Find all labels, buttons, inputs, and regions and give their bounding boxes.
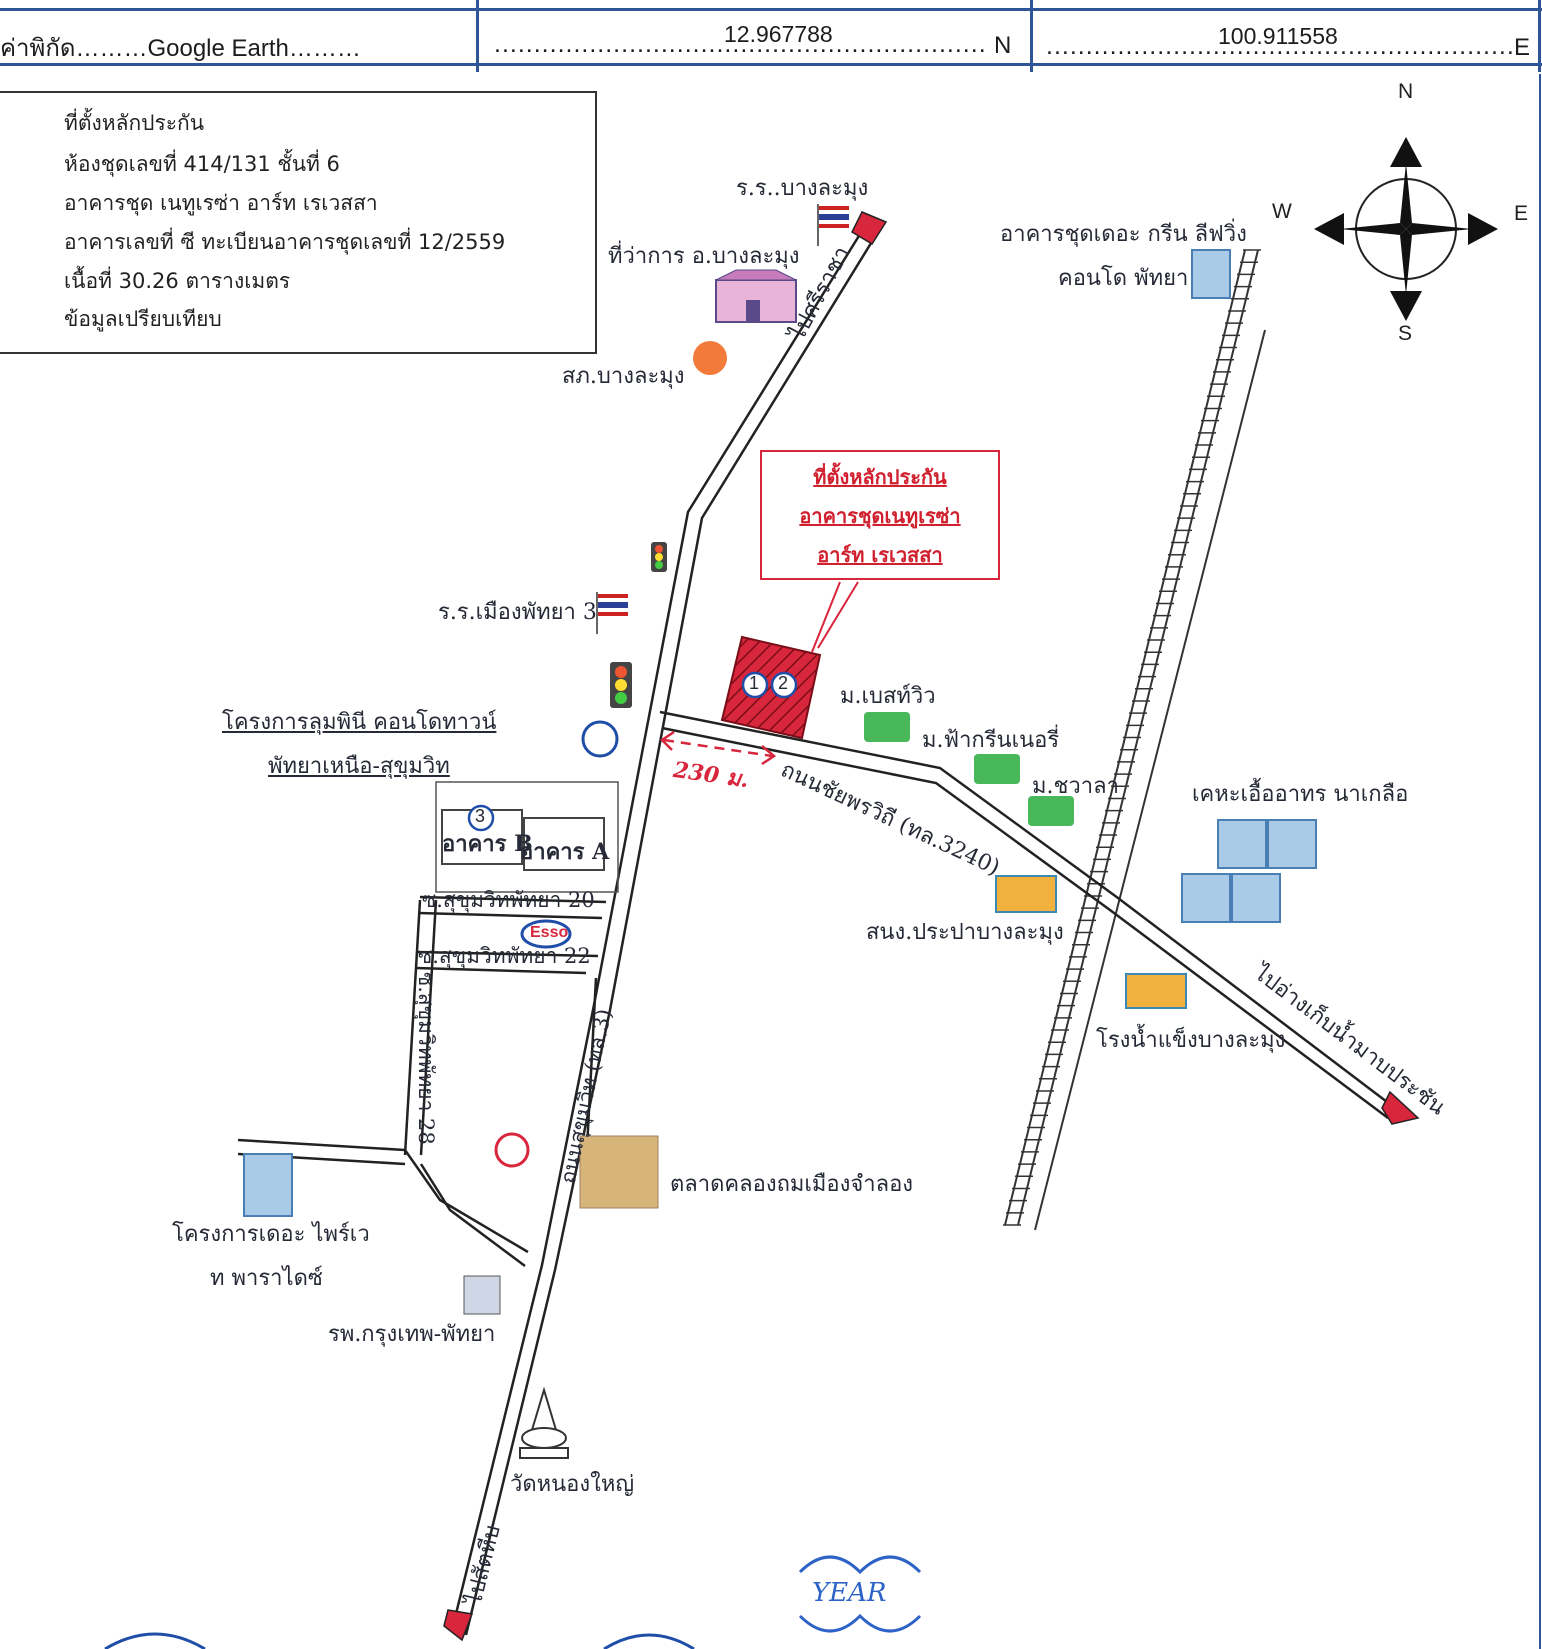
legend-comparable-label: ข้อมูลเปรียบเทียบ [64, 307, 222, 331]
label-building-b: อาคาร B [442, 831, 533, 857]
to-reservoir-arrow [1381, 1090, 1420, 1125]
esso-label: Esso [530, 924, 569, 941]
label-soi-28: ซ.สุขุมวิทพัทยา 28 [414, 972, 438, 1145]
legend-area: เนื้อที่ 30.26 ตารางเมตร [64, 269, 291, 293]
police-station-icon [693, 341, 727, 375]
map-legend: ที่ตั้งหลักประกัน ห้องชุดเลขที่ 414/131 … [0, 91, 597, 354]
condo-building-icon [1191, 249, 1231, 299]
esso-icon [520, 919, 572, 949]
label-bestview: ม.เบสท์วิว [840, 684, 936, 709]
marker-2-label: 2 [778, 673, 789, 693]
bottom-circle [104, 1632, 206, 1649]
header-divider [1030, 0, 1033, 72]
label-temple: วัดหนองใหญ่ [510, 1472, 635, 1497]
temple-icon [519, 1386, 569, 1459]
label-waterworks: สนง.ประปาบางละมุง [866, 920, 1064, 945]
label-district-office: ที่ว่าการ อ.บางละมุง [608, 244, 800, 269]
label-building-a: อาคาร A [520, 839, 610, 865]
label-school-banglamung: ร.ร..บางละมุง [736, 176, 869, 201]
legend-collateral-title: ที่ตั้งหลักประกัน [64, 111, 205, 135]
header-divider [476, 0, 479, 72]
house-icon [1028, 796, 1074, 826]
legend-building-name: อาคารชุด เนทูเรซ่า อาร์ท เรเวสสา [64, 191, 378, 215]
label-private-paradise-2: ท พาราไดซ์ [210, 1266, 323, 1291]
label-kheha-nakluea: เคหะเอื้ออาทร นาเกลือ [1192, 782, 1409, 807]
longitude-value: 100.911558 [1218, 23, 1338, 49]
house-icon [974, 754, 1020, 784]
callout-line-3: อาร์ท เรเวสสา [817, 543, 943, 567]
thai-flag-icon [817, 204, 849, 246]
label-chawala: ม.ชวาลา [1032, 774, 1119, 799]
collateral-callout: ที่ตั้งหลักประกัน อาคารชุดเนทูเรซ่า อาร์… [760, 450, 1000, 580]
traffic-light-icon [610, 662, 632, 708]
railway-ties [1003, 249, 1261, 1226]
to-sriracha-arrow [851, 211, 888, 246]
label-soi-20: ซ.สุขุมวิทพัทยา 20 [422, 888, 595, 912]
traffic-light-icon [651, 542, 667, 572]
label-fahgreen: ม.ฟ้ากรีนเนอรี่ [922, 728, 1060, 753]
header-divider [1538, 0, 1541, 72]
chaiyaphruek-road [659, 710, 1396, 1120]
label-market: ตลาดคลองถมเมืองจำลอง [670, 1172, 914, 1197]
compass-east: E [1514, 202, 1529, 225]
compass-south: S [1398, 322, 1413, 345]
hospital-icon [463, 1275, 501, 1315]
label-ice-plant: โรงน้ำแข็งบางละมุง [1096, 1028, 1286, 1053]
lumpini-project-area [435, 781, 619, 893]
compass-west: W [1272, 200, 1292, 223]
label-green-living-1: อาคารชุดเดอะ กรีน ลีฟวิ่ง [1000, 222, 1247, 247]
label-green-living-2: คอนโด พัทยา [1058, 266, 1189, 291]
legend-registration: อาคารเลขที่ ซี ทะเบียนอาคารชุดเลขที่ 12/… [64, 230, 506, 254]
thai-flag-icon [596, 592, 628, 634]
coordinate-source-label: ค่าพิกัด………Google Earth……… [0, 35, 361, 62]
marker-1-label: 1 [749, 673, 760, 693]
waterworks-icon [995, 875, 1057, 913]
company-logo [798, 1555, 922, 1633]
latitude-value: 12.967788 [724, 21, 833, 47]
label-soi-22: ซ.สุขุมวิทพัทยา 22 [418, 944, 591, 968]
comparable-circle-2 [770, 671, 798, 699]
label-police-station: สภ.บางละมุง [562, 364, 685, 389]
compass-north: N [1398, 80, 1414, 103]
label-hospital: รพ.กรุงเทพ-พัทยา [328, 1322, 496, 1347]
label-lumpini-1: โครงการลุมพินี คอนโดทาวน์ [222, 710, 497, 735]
ice-plant-icon [1125, 973, 1187, 1009]
market-photo-icon [579, 1135, 659, 1209]
header-frame [0, 8, 1542, 66]
label-school-pattaya3: ร.ร.เมืองพัทยา 3 [438, 600, 597, 625]
coordinate-header: ค่าพิกัด………Google Earth……… .............… [0, 0, 1542, 74]
callout-line-2: อาคารชุดเนทูเรซ่า [799, 504, 961, 528]
soi-roads [237, 895, 607, 1268]
marker-3-label: 3 [475, 806, 486, 826]
to-sattahip-arrow [443, 1609, 474, 1642]
bank-icon [494, 1132, 530, 1168]
longitude-suffix: E [1514, 34, 1531, 61]
label-lumpini-2: พัทยาเหนือ-สุขุมวิท [268, 754, 450, 779]
government-building-icon [715, 269, 797, 323]
sukhumvit-road [450, 217, 886, 1636]
comparable-circle-1 [741, 671, 769, 699]
logo-text: YEAR [812, 1578, 887, 1608]
housing-building-icon [1181, 819, 1317, 923]
bottom-circle [603, 1633, 695, 1649]
lumpini-logo-icon [581, 720, 619, 758]
condo-building-icon [243, 1153, 293, 1217]
building-a-outline [523, 817, 605, 871]
legend-unit-number: ห้องชุดเลขที่ 414/131 ชั้นที่ 6 [64, 152, 340, 176]
callout-line-1: ที่ตั้งหลักประกัน [813, 465, 947, 489]
distance-arrow [660, 730, 777, 766]
house-icon [864, 712, 910, 742]
latitude-dots: ........................................… [494, 30, 984, 58]
latitude-suffix: N [994, 32, 1012, 59]
longitude-dots: ........................................… [1046, 32, 1516, 60]
label-private-paradise-1: โครงการเดอะ ไพร์เว [172, 1222, 370, 1247]
callout-pointer [811, 581, 841, 653]
comparable-circle-3 [467, 804, 495, 832]
compass-rose [1314, 137, 1498, 321]
